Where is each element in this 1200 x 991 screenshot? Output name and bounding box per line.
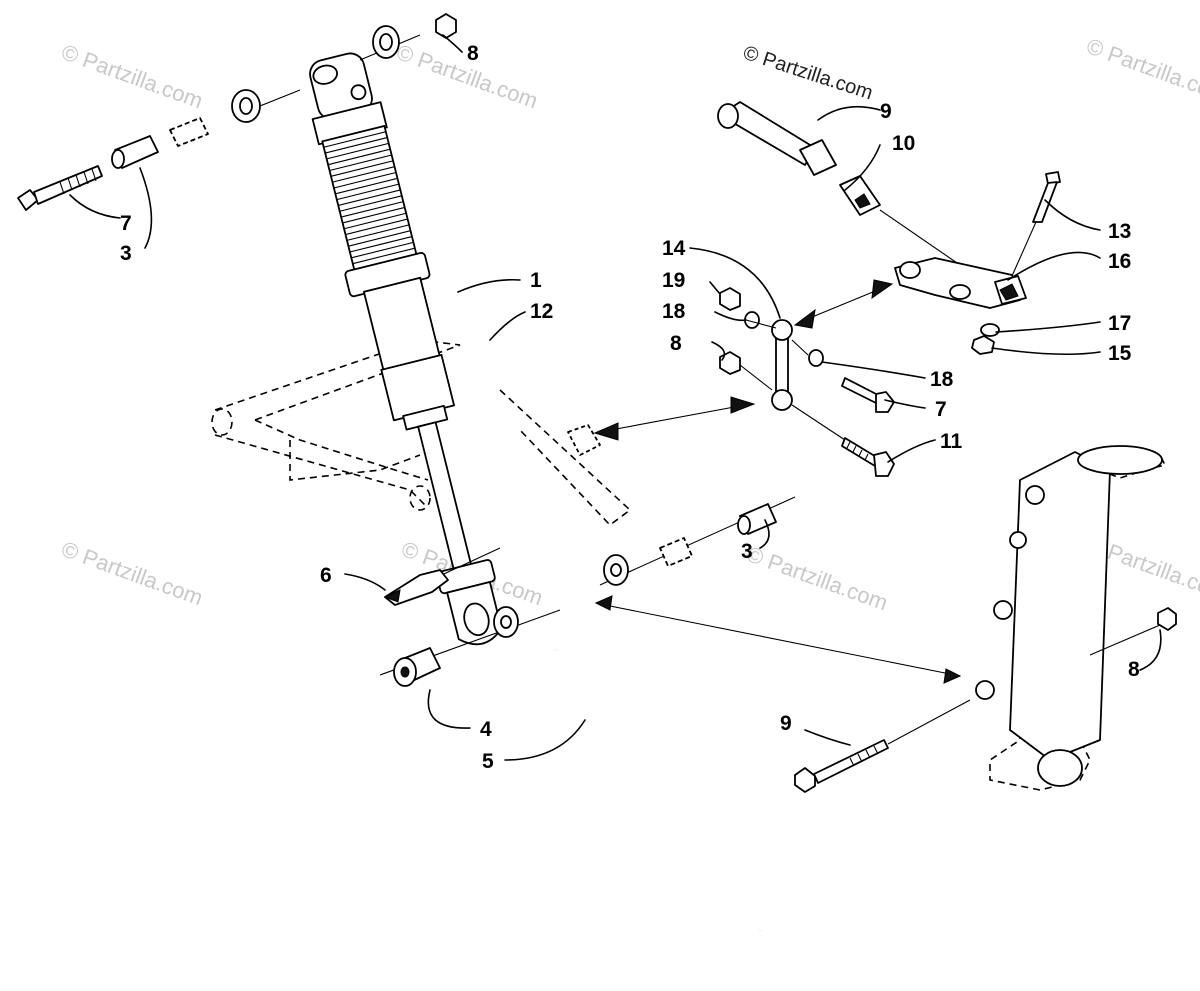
callout-1: 1 xyxy=(530,269,542,292)
callout-18: 18 xyxy=(930,368,954,391)
shock-absorber xyxy=(309,52,503,646)
callout-10: 10 xyxy=(892,132,915,155)
callout-12: 12 xyxy=(530,300,553,323)
watermark-text: © Partzilla.com xyxy=(58,39,206,113)
watermark-text: © Partzilla.com xyxy=(743,541,891,615)
callout-7: 7 xyxy=(935,398,947,421)
callout-9: 9 xyxy=(880,100,892,123)
callout-19: 19 xyxy=(662,269,685,292)
callout-8: 8 xyxy=(1128,658,1140,681)
spindle xyxy=(794,445,1177,793)
callout-6: 6 xyxy=(320,564,332,587)
watermark-text: © Partzilla.com xyxy=(1083,33,1200,107)
callout-11: 11 xyxy=(940,430,963,453)
callout-3: 3 xyxy=(741,540,753,563)
callout-5: 5 xyxy=(482,750,494,773)
callout-15: 15 xyxy=(1108,342,1132,365)
suspension-arm xyxy=(211,339,632,527)
callout-16: 16 xyxy=(1108,250,1131,273)
callout-8: 8 xyxy=(670,332,682,355)
callout-9: 9 xyxy=(780,712,792,735)
callout-14: 14 xyxy=(662,237,686,260)
callout-8: 8 xyxy=(467,42,479,65)
watermark-text: © Partzilla.com xyxy=(58,536,206,610)
sway-link-assembly xyxy=(717,101,1061,477)
reference-arrows xyxy=(593,279,962,684)
coil-spring xyxy=(555,640,761,943)
callout-7: 7 xyxy=(120,212,132,235)
callout-3: 3 xyxy=(120,242,132,265)
callout-4: 4 xyxy=(480,718,492,741)
bottom-mount-hardware xyxy=(379,496,796,687)
top-mount-hardware xyxy=(17,13,457,211)
leader-lines xyxy=(69,34,1162,761)
callout-18: 18 xyxy=(662,300,686,323)
watermark-header: © Partzilla.com xyxy=(740,42,875,105)
bolt-shank xyxy=(33,165,103,205)
callout-labels: 8 7 3 9 10 13 16 17 15 14 19 18 8 18 7 1… xyxy=(120,42,1140,773)
callout-13: 13 xyxy=(1108,220,1131,243)
callout-17: 17 xyxy=(1108,312,1131,335)
